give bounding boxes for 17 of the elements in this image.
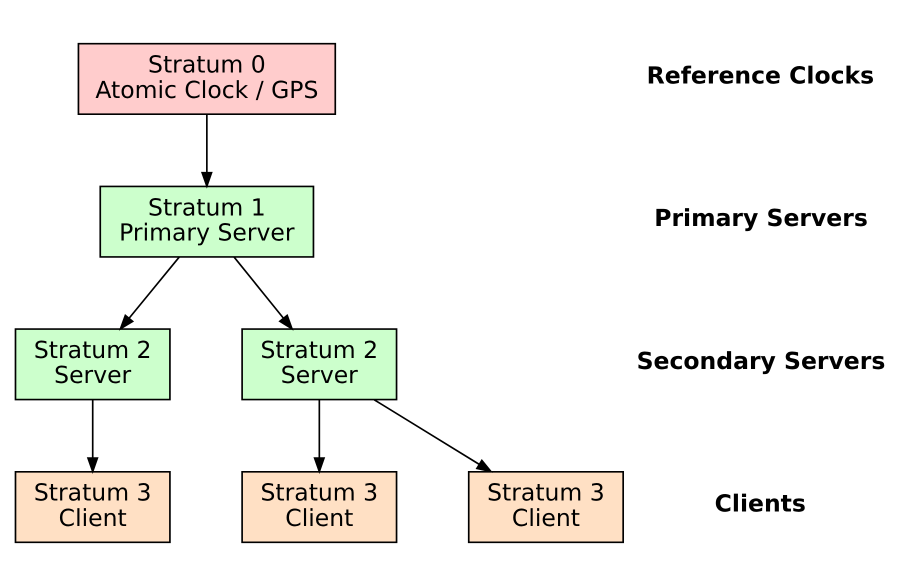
node-box: Stratum 0 Atomic Clock / GPS: [78, 42, 336, 115]
arrow: [374, 398, 493, 472]
node-box: Stratum 3 Client: [468, 470, 624, 543]
arrow: [313, 399, 326, 474]
node-box: Stratum 2 Server: [14, 328, 171, 400]
label: Primary Servers: [654, 204, 868, 232]
arrow: [118, 256, 180, 330]
arrow: [86, 399, 99, 474]
node-box: Stratum 3 Client: [241, 470, 398, 543]
label: Secondary Servers: [636, 346, 886, 374]
arrow: [200, 114, 213, 188]
node-box: Stratum 1 Primary Server: [99, 185, 314, 258]
arrow: [233, 256, 294, 330]
label: Reference Clocks: [646, 61, 874, 89]
label: Clients: [714, 489, 806, 518]
node-box: Stratum 3 Client: [14, 470, 171, 543]
node-box: Stratum 2 Server: [241, 328, 398, 400]
